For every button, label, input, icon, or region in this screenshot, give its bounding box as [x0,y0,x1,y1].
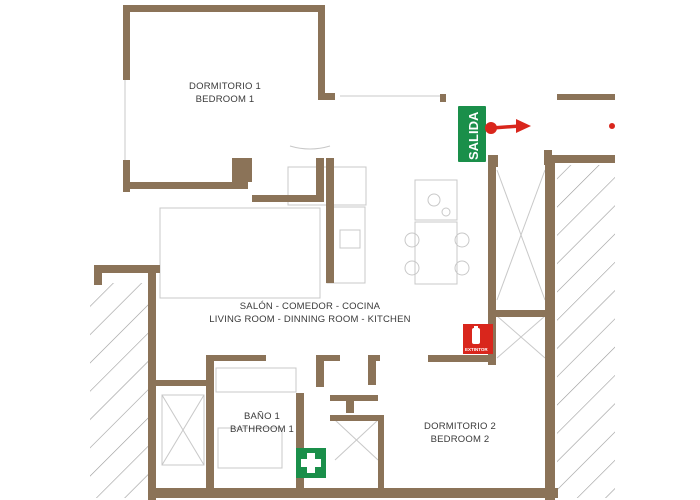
exit-sign: SALIDA [458,106,486,162]
extinguisher-sign-text: EXTINTOR [465,347,488,352]
exit-sign-text: SALIDA [466,111,481,160]
bedroom1-label-es: DORMITORIO 1 [189,81,261,92]
bedroom2-label-es: DORMITORIO 2 [424,421,496,432]
walls [94,5,615,500]
first-aid-icon [296,448,326,478]
bathroom-label-en: BATHROOM 1 [230,424,294,435]
room-labels: DORMITORIO 1 BEDROOM 1 SALÓN - COMEDOR -… [189,81,496,445]
bathroom-label-es: BAÑO 1 [244,411,280,422]
marker-dot [609,123,615,129]
exit-arrow-icon [485,119,531,134]
fixtures [124,80,546,469]
living-label-es: SALÓN - COMEDOR - COCINA [240,301,381,312]
extinguisher-sign: EXTINTOR [463,324,493,354]
living-label-en: LIVING ROOM - DINNING ROOM - KITCHEN [209,314,410,325]
exterior-hatching [90,165,615,498]
bedroom1-label-en: BEDROOM 1 [196,94,255,105]
bedroom2-label-en: BEDROOM 2 [431,434,490,445]
